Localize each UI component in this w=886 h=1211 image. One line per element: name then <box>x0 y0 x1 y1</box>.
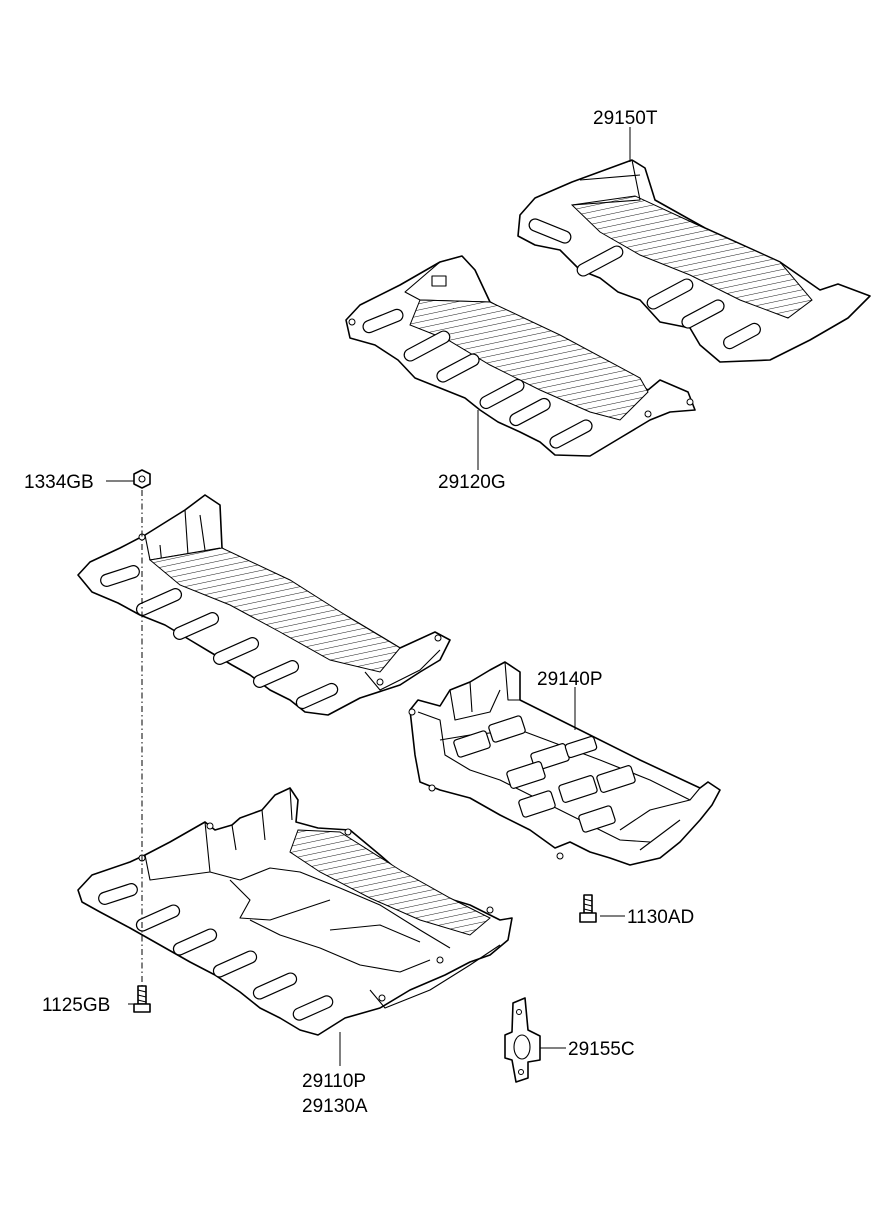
clamp-29155c <box>504 997 541 1083</box>
label-29120g: 29120G <box>438 472 506 493</box>
nut-1334gb <box>133 469 151 489</box>
label-29155c: 29155C <box>568 1039 635 1060</box>
label-1334gb: 1334GB <box>24 472 94 493</box>
part-29120g-shield <box>345 255 696 457</box>
leader-lines <box>106 127 631 1066</box>
part-upper-left-shield <box>77 494 451 716</box>
bolt-1125gb <box>133 985 151 1013</box>
label-29140p: 29140P <box>537 669 603 690</box>
label-29110p: 29110P <box>302 1071 366 1092</box>
part-29150t-shield <box>517 159 871 363</box>
part-29140p-skid-plate <box>408 661 721 866</box>
bolt-1130ad <box>579 894 597 923</box>
label-1125gb: 1125GB <box>42 995 110 1016</box>
part-29110p-plate <box>77 787 513 1036</box>
label-1130ad: 1130AD <box>627 907 694 928</box>
label-29130a: 29130A <box>302 1096 368 1117</box>
label-29150t: 29150T <box>593 108 658 129</box>
